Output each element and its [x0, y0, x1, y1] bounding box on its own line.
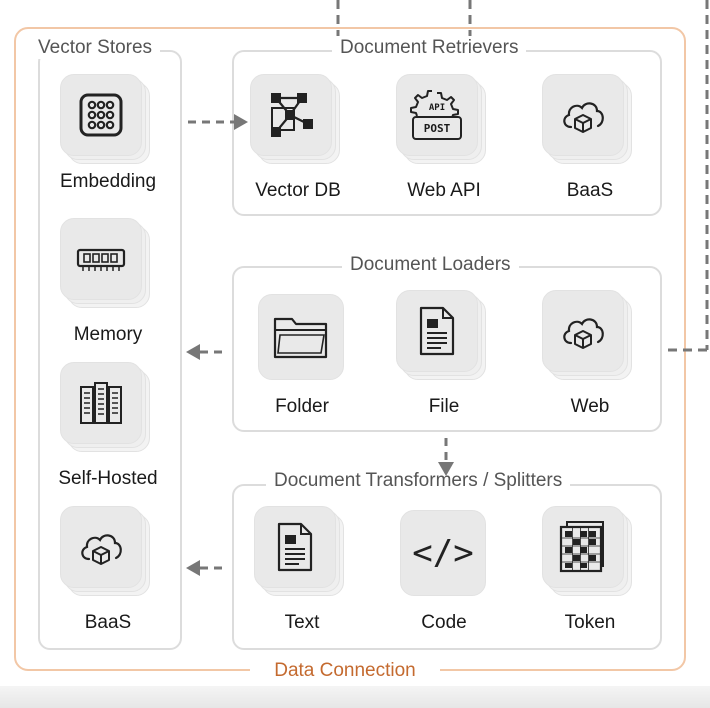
- api-badge-bottom: POST: [423, 122, 451, 135]
- retriever-vector-db[interactable]: Vector DB: [250, 74, 346, 201]
- arrow-vector-stores-to-retrievers: [188, 114, 248, 130]
- vector-store-memory[interactable]: Memory: [60, 218, 156, 345]
- loader-folder[interactable]: Folder: [254, 290, 350, 417]
- transformer-token-label: Token: [564, 612, 616, 633]
- server-rack-icon: [78, 379, 124, 427]
- cloud-box-icon: [77, 527, 125, 567]
- retriever-baas-label: BaaS: [566, 180, 614, 201]
- vector-store-baas[interactable]: BaaS: [60, 506, 156, 633]
- memory-module-icon: [75, 244, 127, 274]
- vector-store-memory-label: Memory: [73, 324, 143, 345]
- bottom-band: [0, 686, 710, 708]
- loader-file[interactable]: File: [396, 290, 492, 417]
- data-connection-label: Data Connection: [250, 660, 440, 682]
- right-connector-lines: [668, 0, 709, 352]
- network-graph-icon: [266, 90, 316, 140]
- transformer-text[interactable]: Text: [254, 506, 350, 633]
- grid-chip-icon: [77, 91, 125, 139]
- arrow-transformers-to-vector-stores: [186, 560, 228, 576]
- arrow-loaders-to-vector-stores: [186, 344, 228, 360]
- vector-stores-title: Vector Stores: [30, 37, 161, 59]
- loader-folder-label: Folder: [275, 396, 329, 417]
- code-brackets-icon: </>: [412, 533, 474, 573]
- vector-store-self-hosted[interactable]: Self-Hosted: [58, 362, 158, 489]
- retriever-web-api[interactable]: API POST Web API: [396, 74, 492, 201]
- vector-store-baas-label: BaaS: [84, 612, 132, 633]
- retriever-baas[interactable]: BaaS: [542, 74, 638, 201]
- document-loaders-title: Document Loaders: [342, 254, 519, 276]
- transformer-code[interactable]: </> Code: [396, 506, 492, 633]
- file-icon: [417, 305, 457, 357]
- loader-file-label: File: [428, 396, 460, 417]
- vector-store-self-hosted-label: Self-Hosted: [58, 468, 158, 489]
- transformer-text-label: Text: [284, 612, 320, 633]
- cloud-box-icon: [559, 311, 607, 351]
- document-retrievers-title: Document Retrievers: [332, 37, 527, 59]
- document-transformers-title: Document Transformers / Splitters: [266, 470, 571, 492]
- vector-store-embedding[interactable]: Embedding: [60, 74, 156, 192]
- folder-icon: [272, 313, 330, 361]
- api-badge-top: API: [428, 103, 446, 113]
- vector-store-embedding-label: Embedding: [59, 171, 157, 192]
- transformer-token[interactable]: Token: [542, 506, 638, 633]
- retriever-vector-db-label: Vector DB: [255, 180, 341, 201]
- text-document-icon: [275, 521, 315, 573]
- arrow-loaders-to-transformers: [438, 438, 454, 476]
- loader-web-label: Web: [570, 396, 610, 417]
- transformer-code-label: Code: [421, 612, 467, 633]
- token-grid-icon: [558, 520, 608, 574]
- cloud-box-icon: [559, 95, 607, 135]
- loader-web[interactable]: Web: [542, 290, 638, 417]
- retriever-web-api-label: Web API: [407, 180, 481, 201]
- api-gear-icon: API POST: [407, 87, 467, 143]
- top-connector-lines: [336, 0, 472, 36]
